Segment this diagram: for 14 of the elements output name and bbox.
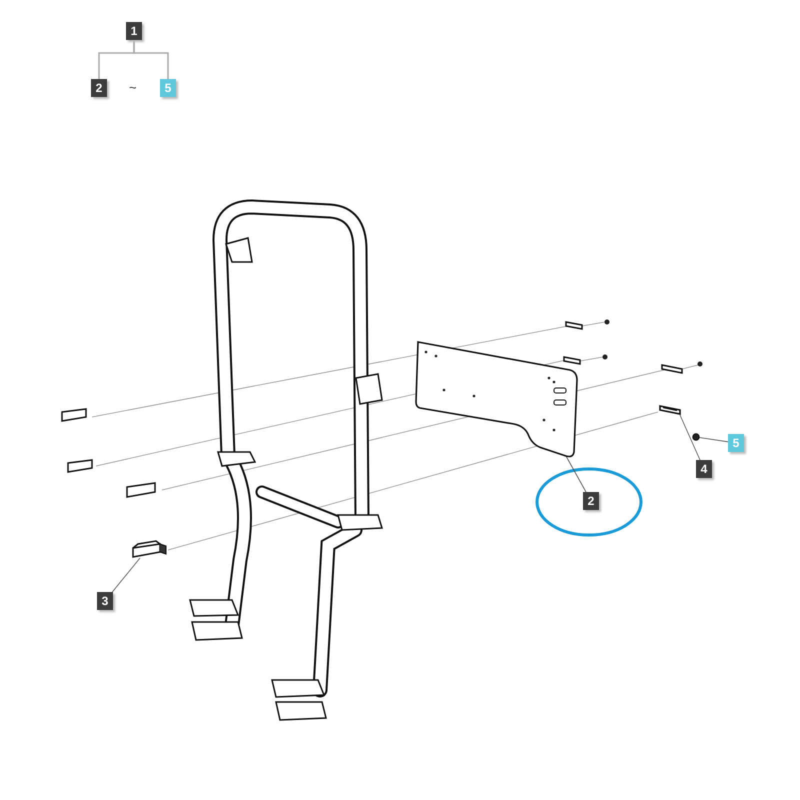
callout-number: 1 <box>126 22 142 40</box>
leader-line <box>566 456 586 492</box>
callout-number: 5 <box>728 434 744 452</box>
callout-number: 2 <box>91 79 107 97</box>
callout-number: 5 <box>160 79 176 97</box>
spacer-icon <box>658 403 682 417</box>
nut-icon <box>692 433 700 441</box>
callout-number: 2 <box>583 492 599 510</box>
leader-line <box>680 414 700 460</box>
callout-number: 3 <box>97 592 113 610</box>
tree-connector <box>133 40 169 79</box>
leader-line <box>112 558 140 592</box>
range-tilde: ~ <box>129 80 137 95</box>
callout-number: 4 <box>696 460 712 478</box>
